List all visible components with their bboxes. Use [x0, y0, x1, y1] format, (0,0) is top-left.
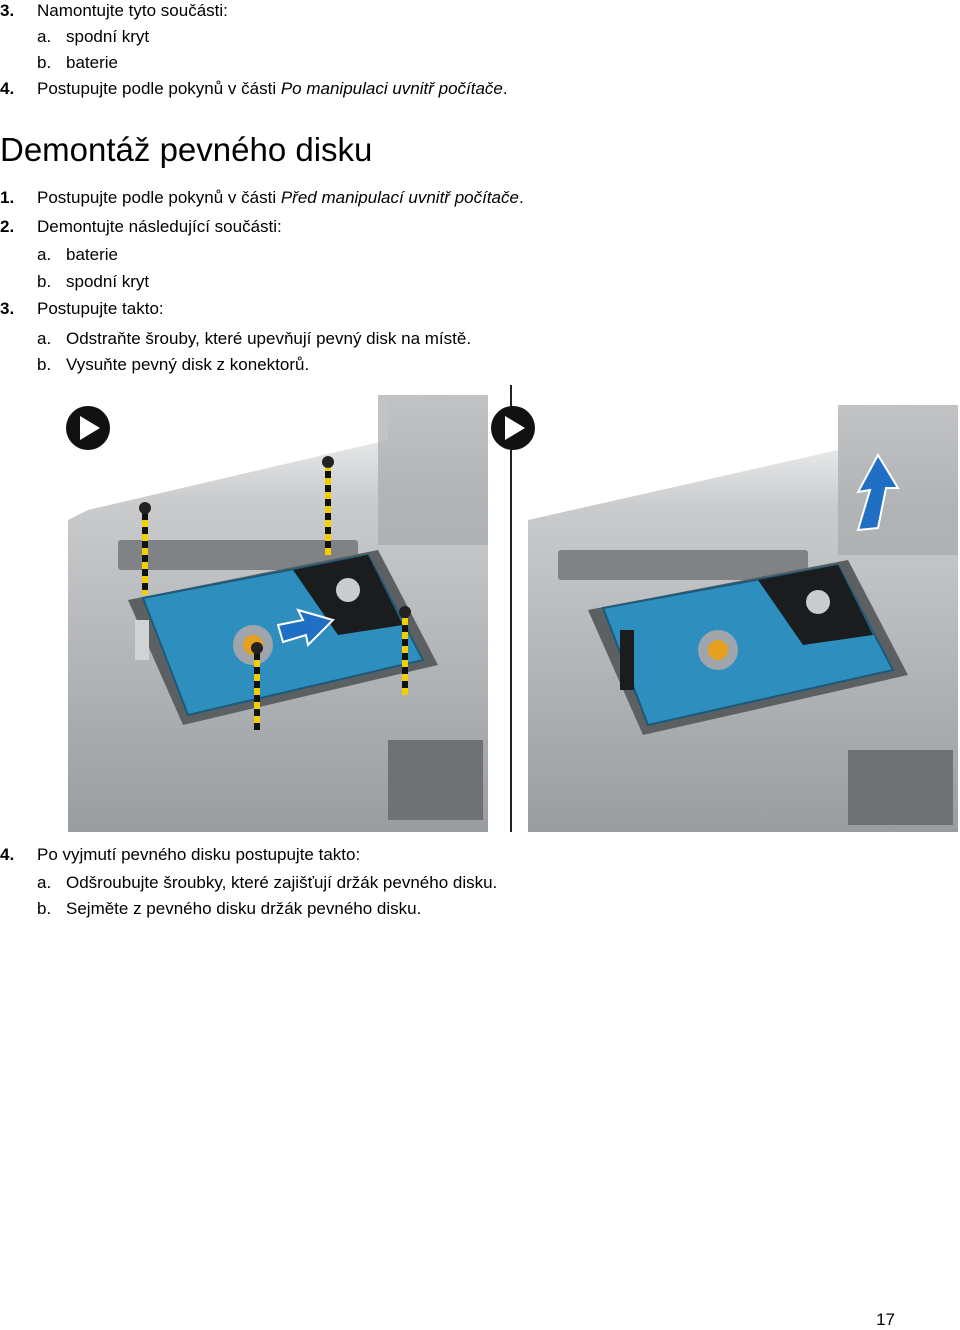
substep-text: Sejměte z pevného disku držák pevného di…: [66, 899, 422, 918]
screw-guide-line: [402, 615, 408, 695]
chassis-corner: [378, 395, 488, 545]
step-text: Namontujte tyto součásti:: [37, 1, 228, 20]
panel-remove-screws: [66, 390, 488, 832]
drive-hub: [336, 578, 360, 602]
step-number: 2.: [0, 217, 15, 236]
screw-guide-line: [142, 510, 148, 595]
hard-drive-removal-figure: [66, 385, 958, 832]
substep-text: baterie: [66, 53, 118, 72]
screw-icon: [399, 606, 411, 618]
substep-letter: a.: [37, 27, 52, 46]
chassis-slot: [558, 550, 808, 580]
link-italic: Po manipulaci uvnitř počítače: [280, 79, 503, 98]
substep-letter: a.: [37, 873, 52, 892]
substep-text: baterie: [66, 245, 118, 264]
drive-connector: [135, 620, 149, 660]
screw-icon: [322, 456, 334, 468]
lift-arrow-icon: [856, 452, 900, 532]
substep-text: Odstraňte šrouby, které upevňují pevný d…: [66, 329, 472, 348]
memory-area: [848, 750, 953, 825]
substep-letter: b.: [37, 53, 52, 72]
step-number: 3.: [0, 1, 15, 20]
step-number: 1.: [0, 188, 15, 207]
step-text: Demontujte následující součásti:: [37, 217, 282, 236]
step-text: Postupujte takto:: [37, 299, 164, 318]
chassis-slot: [118, 540, 358, 570]
link-italic: Před manipulací uvnitř počítače: [280, 188, 519, 207]
step-number: 3.: [0, 299, 15, 318]
screw-guide-line: [254, 650, 260, 730]
drive-connector: [620, 630, 634, 690]
substep-letter: a.: [37, 329, 52, 348]
play-triangle-icon: [505, 416, 525, 440]
substep-text: spodní kryt: [66, 27, 150, 46]
play-triangle-icon: [80, 416, 100, 440]
panel-divider: [510, 385, 512, 832]
substep-text: spodní kryt: [66, 272, 150, 291]
screw-guide-line: [325, 465, 331, 555]
panel-slide-drive: [491, 400, 958, 832]
slide-arrow-icon: [276, 608, 335, 648]
substep-text: Odšroubujte šroubky, které zajišťují drž…: [66, 873, 498, 892]
substep-text: Vysuňte pevný disk z konektorů.: [66, 355, 310, 374]
step-text: Postupujte podle pokynů v části Před man…: [37, 188, 524, 207]
substep-letter: b.: [37, 272, 52, 291]
drive-sticker: [708, 640, 728, 660]
step-text: Po vyjmutí pevného disku postupujte takt…: [37, 845, 361, 864]
screw-icon: [251, 642, 263, 654]
page-number: 17: [876, 1310, 895, 1329]
substep-letter: a.: [37, 245, 52, 264]
chassis-corner: [838, 405, 958, 555]
substep-letter: b.: [37, 899, 52, 918]
step-number: 4.: [0, 845, 15, 864]
step-text: Postupujte podle pokynů v části Po manip…: [37, 79, 508, 98]
drive-hub: [806, 590, 830, 614]
screw-icon: [139, 502, 151, 514]
section-heading: Demontáž pevného disku: [0, 131, 373, 168]
substep-letter: b.: [37, 355, 52, 374]
step-number: 4.: [0, 79, 15, 98]
memory-area: [388, 740, 483, 820]
